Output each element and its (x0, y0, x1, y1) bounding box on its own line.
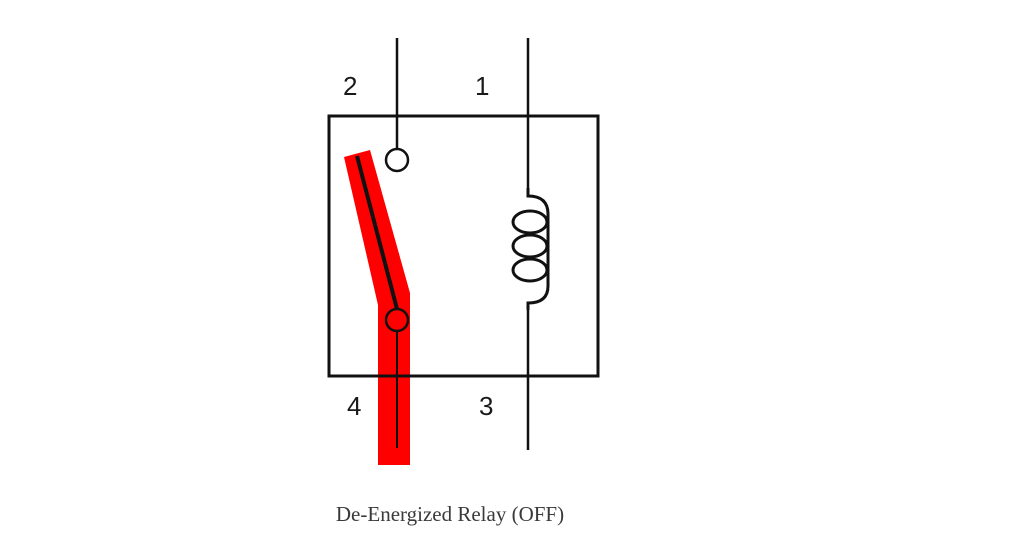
terminal-4-label: 4 (347, 391, 361, 421)
terminal-1-label: 1 (475, 71, 489, 101)
switch-arm (355, 155, 399, 310)
terminal-3-label: 3 (479, 391, 493, 421)
relay-housing (327, 114, 600, 378)
terminal-2-label: 2 (343, 71, 357, 101)
pivot-circle (384, 307, 410, 333)
no-contact-circle (384, 147, 410, 173)
current-path-highlight (344, 150, 410, 465)
diagram-caption: De-Energized Relay (OFF) (335, 502, 565, 526)
relay-coil (511, 188, 550, 310)
